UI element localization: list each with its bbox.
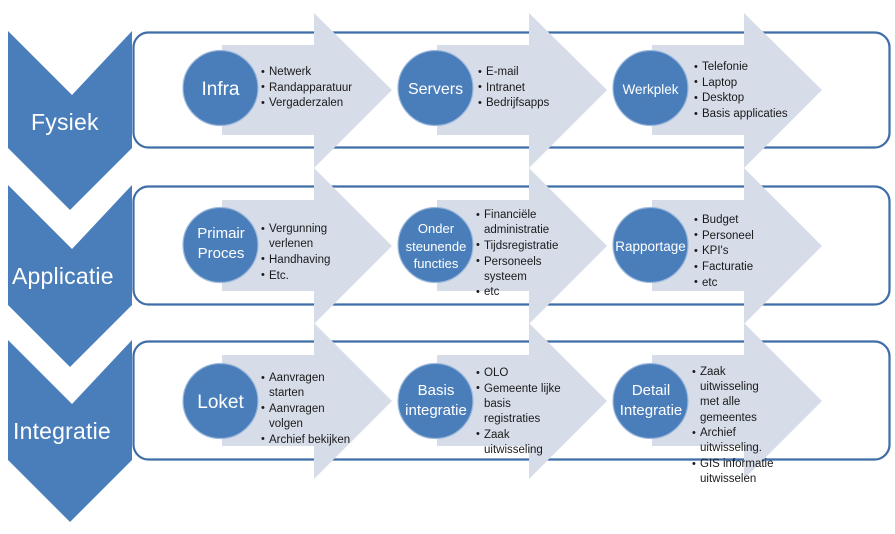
bullet-item: Basis applicaties bbox=[694, 107, 794, 122]
bullet-item: Telefonie bbox=[694, 59, 794, 75]
bullet-item: Bedrijfsapps bbox=[478, 96, 568, 111]
band-chevron-fysiek bbox=[8, 31, 132, 210]
bullet-item: GIS informatie uitwisselen bbox=[692, 457, 778, 487]
bullet-item: Financiële administratie bbox=[476, 207, 564, 238]
bullet-item: Personeels systeem bbox=[476, 254, 564, 285]
bullet-item: E-mail bbox=[478, 64, 568, 80]
bullet-item: Intranet bbox=[478, 80, 568, 96]
bullet-item: Budget bbox=[694, 212, 784, 228]
node-bullets-loket: Aanvragen startenAanvragen volgenArchief… bbox=[261, 370, 353, 448]
node-circle-infra[interactable] bbox=[182, 49, 259, 127]
node-bullets-ondersteunende-functies: Financiële administratieTijdsregistratie… bbox=[476, 207, 564, 301]
bullet-item: Randapparatuur bbox=[261, 80, 356, 96]
node-circle-werkplek[interactable] bbox=[612, 49, 689, 127]
bullet-item: Vergaderzalen bbox=[261, 96, 356, 111]
bullet-item: Aanvragen volgen bbox=[261, 401, 353, 432]
node-bullets-primair-proces: Vergunning verlenenHandhavingEtc. bbox=[261, 221, 339, 284]
bullet-item: Netwerk bbox=[261, 64, 356, 80]
node-bullets-basis-integratie: OLOGemeente lijke basis registratiesZaak… bbox=[476, 365, 562, 459]
bullet-item: Laptop bbox=[694, 75, 794, 91]
bullet-item: Tijdsregistratie bbox=[476, 238, 564, 254]
node-bullets-infra: NetwerkRandapparatuurVergaderzalen bbox=[261, 64, 356, 112]
bullet-item: Aanvragen starten bbox=[261, 370, 353, 401]
bullet-item: Zaak uitwisseling bbox=[476, 427, 562, 458]
node-bullets-detail-integratie: Zaak uitwisseling met alle gemeentesArch… bbox=[692, 365, 778, 488]
node-bullets-werkplek: TelefonieLaptopDesktopBasis applicaties bbox=[694, 59, 794, 123]
node-circle-servers[interactable] bbox=[397, 49, 474, 127]
band-chevron-integratie bbox=[8, 340, 132, 522]
bullet-item: Desktop bbox=[694, 91, 794, 106]
bullet-item: Archief bekijken bbox=[261, 432, 353, 448]
node-bullets-servers: E-mailIntranetBedrijfsapps bbox=[478, 64, 568, 112]
bullet-item: Handhaving bbox=[261, 252, 339, 268]
node-bullets-rapportage: BudgetPersoneelKPI'sFacturatieetc bbox=[694, 212, 784, 291]
bullet-item: Zaak uitwisseling met alle gemeentes bbox=[692, 365, 778, 426]
bullet-item: Archief uitwisseling. bbox=[692, 426, 778, 456]
bullet-item: Facturatie bbox=[694, 260, 784, 275]
bullet-item: OLO bbox=[476, 365, 562, 381]
bullet-item: etc bbox=[476, 285, 564, 300]
bullet-item: Personeel bbox=[694, 228, 784, 244]
band-chevron-applicatie bbox=[8, 185, 132, 367]
bullet-item: Gemeente lijke basis registraties bbox=[476, 381, 562, 428]
bullet-item: Vergunning verlenen bbox=[261, 221, 339, 252]
node-circle-primair-proces[interactable] bbox=[182, 206, 259, 284]
node-circle-rapportage[interactable] bbox=[612, 206, 689, 284]
bullet-item: KPI's bbox=[694, 244, 784, 259]
bullet-item: Etc. bbox=[261, 268, 339, 284]
node-circle-loket[interactable] bbox=[182, 362, 259, 440]
node-circle-ondersteunende-functies[interactable] bbox=[397, 206, 474, 284]
bullet-item: etc bbox=[694, 275, 784, 291]
node-circle-detail-integratie[interactable] bbox=[612, 362, 689, 440]
node-circle-basis-integratie[interactable] bbox=[397, 362, 474, 440]
